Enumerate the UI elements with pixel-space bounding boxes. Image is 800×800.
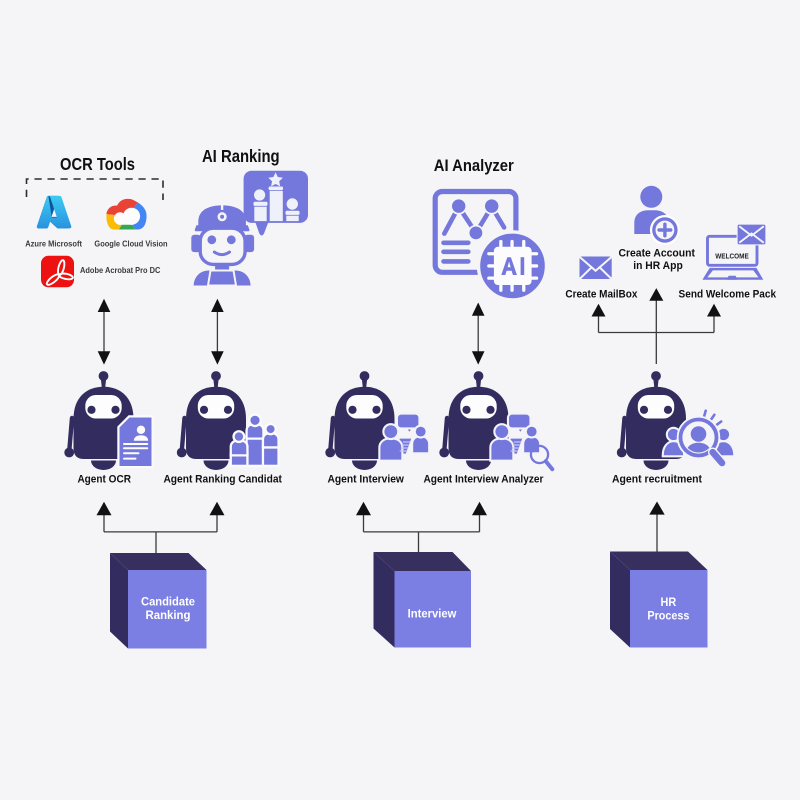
svg-text:AI Analyzer: AI Analyzer xyxy=(434,156,514,175)
svg-text:Agent recruitment: Agent recruitment xyxy=(612,474,702,486)
svg-text:Create Account: Create Account xyxy=(618,248,695,260)
svg-text:WELCOME: WELCOME xyxy=(715,251,749,260)
svg-text:Azure Microsoft: Azure Microsoft xyxy=(25,239,82,248)
svg-text:Create MailBox: Create MailBox xyxy=(565,289,638,301)
svg-text:Candidate: Candidate xyxy=(141,596,195,609)
svg-text:Interview: Interview xyxy=(408,608,458,621)
svg-text:Agent Ranking Candidat: Agent Ranking Candidat xyxy=(163,474,282,486)
svg-text:Agent Interview Analyzer: Agent Interview Analyzer xyxy=(424,474,544,486)
svg-text:Agent Interview: Agent Interview xyxy=(327,474,404,486)
svg-text:Process: Process xyxy=(647,609,689,622)
svg-text:in HR App: in HR App xyxy=(633,260,683,272)
svg-text:AI Ranking: AI Ranking xyxy=(202,146,280,166)
svg-text:HR: HR xyxy=(661,596,677,609)
svg-text:Ranking: Ranking xyxy=(146,609,191,622)
svg-text:OCR Tools: OCR Tools xyxy=(60,154,135,174)
svg-text:Google Cloud Vision: Google Cloud Vision xyxy=(94,239,167,248)
svg-text:Agent OCR: Agent OCR xyxy=(77,474,131,486)
svg-text:Send Welcome Pack: Send Welcome Pack xyxy=(679,289,777,301)
svg-text:Adobe Acrobat Pro DC: Adobe Acrobat Pro DC xyxy=(80,266,161,275)
